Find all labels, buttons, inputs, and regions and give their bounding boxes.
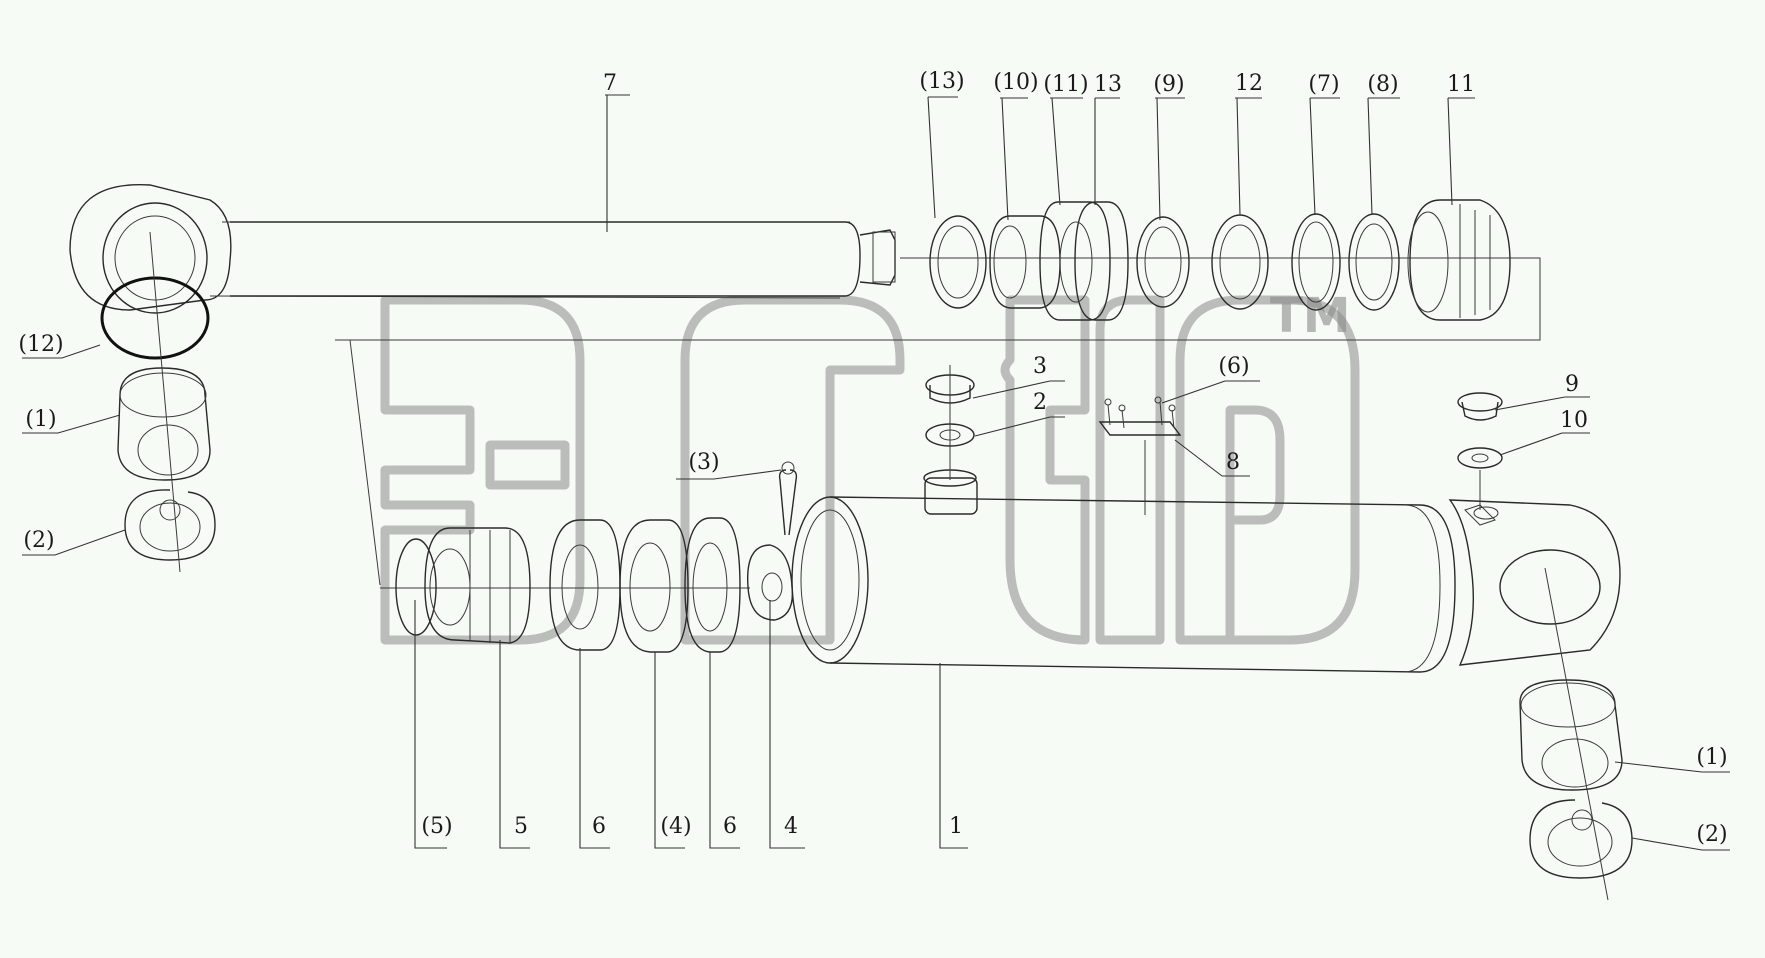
- leader-lines: [22, 94, 1730, 851]
- callout-label-c-3: 3: [1033, 354, 1047, 379]
- callout-label-c-12: 12: [1235, 71, 1263, 96]
- callout-label-c-p1-l: (1): [25, 407, 56, 432]
- callout-label-c-5: 5: [514, 814, 528, 839]
- callout-label-c-p10: (10): [993, 70, 1038, 95]
- callout-label-c-p9: (9): [1153, 72, 1184, 97]
- bushing-12-ring: [100, 276, 210, 360]
- rod-eye-end: [69, 183, 850, 360]
- callout-label-c-2: 2: [1033, 390, 1047, 415]
- callout-label-c-p2-r: (2): [1696, 822, 1727, 847]
- callout-label-c-7: 7: [603, 71, 617, 96]
- callout-label-c-p5: (5): [421, 814, 452, 839]
- right-bushing-1: [1519, 679, 1623, 791]
- callout-label-c-1: 1: [949, 814, 963, 839]
- callout-label-c-p3: (3): [688, 450, 719, 475]
- left-snap-ring-2: [124, 489, 216, 561]
- callout-labels: 7 (13) (10)(11)13 (9) 12 (7) (8) 11 (12) (1) (2) 3 2…: [18, 69, 1727, 847]
- callout-label-c-p2-l: (2): [23, 528, 54, 553]
- callout-label-c-11: 11: [1447, 72, 1475, 97]
- piston-rod: [230, 221, 896, 297]
- bracket-8: [1098, 396, 1182, 515]
- callout-label-c-p13: (13): [919, 69, 964, 94]
- callout-label-c-p1-r: (1): [1696, 745, 1727, 770]
- callout-label-c-p6: (6): [1218, 354, 1249, 379]
- callout-label-c-p4: (4): [660, 814, 691, 839]
- callout-label-c-p7: (7): [1308, 72, 1339, 97]
- watermark-logo: TM: [380, 288, 1360, 645]
- callout-label-c-6b: 6: [723, 814, 737, 839]
- callout-label-c-10: 10: [1560, 408, 1588, 433]
- callout-label-c-p11: (11): [1043, 72, 1088, 97]
- callout-label-c-p12: (12): [18, 332, 63, 357]
- callout-label-c-4: 4: [784, 814, 798, 839]
- left-bushing-1: [117, 367, 211, 481]
- watermark-tm: TM: [1270, 288, 1351, 344]
- callout-label-c-8: 8: [1226, 450, 1240, 475]
- fitting-parts-9-10: [1457, 392, 1503, 510]
- callout-label-c-13: 13: [1094, 72, 1122, 97]
- callout-label-c-6a: 6: [592, 814, 606, 839]
- cylinder-tube: [791, 496, 1621, 901]
- cotter-pin-3: [778, 461, 798, 536]
- right-snap-ring-2: [1529, 799, 1633, 879]
- piston-seal-stack: [349, 339, 794, 653]
- gland-seal-stack: [335, 199, 1541, 341]
- callout-label-c-p8: (8): [1367, 72, 1398, 97]
- fitting-parts-3-2: [923, 365, 978, 515]
- callout-label-c-9: 9: [1565, 372, 1579, 397]
